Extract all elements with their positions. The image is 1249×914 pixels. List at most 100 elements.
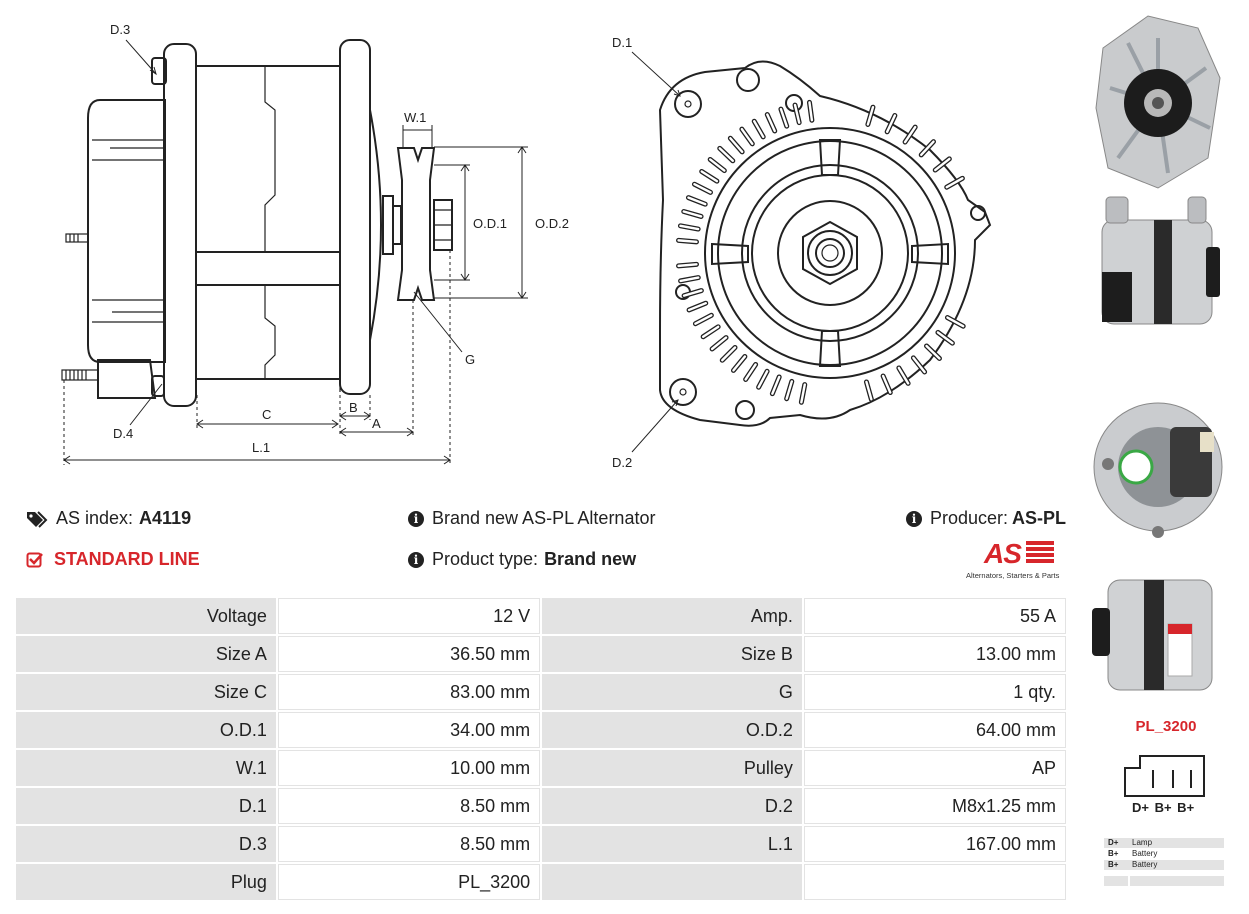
c-label: C xyxy=(262,407,271,422)
info-circle-icon: i xyxy=(408,551,424,568)
spec-value: 12 V xyxy=(277,598,541,634)
vent-slot xyxy=(912,356,926,374)
d2-label: D.2 xyxy=(612,455,632,470)
spec-value: 13.00 mm xyxy=(803,636,1066,672)
spec-key: D.2 xyxy=(542,788,802,824)
vent-slot xyxy=(721,346,737,362)
spec-key: W.1 xyxy=(16,750,276,786)
plug-legend-row: B+ Battery xyxy=(1104,860,1224,870)
standard-line-label: STANDARD LINE xyxy=(54,549,200,569)
l1-label: L.1 xyxy=(252,440,270,455)
description-text: Brand new AS-PL Alternator xyxy=(432,508,656,528)
spec-key: Voltage xyxy=(16,598,276,634)
logo-stripes xyxy=(1026,541,1054,565)
vent-slot xyxy=(753,120,765,139)
plug-legend-desc: Lamp xyxy=(1132,838,1153,847)
spec-value: 1 qty. xyxy=(803,674,1066,710)
spec-value xyxy=(803,864,1066,900)
plug-name: PL_3200 xyxy=(1135,718,1197,735)
vent-slot xyxy=(779,107,788,128)
spec-value: 36.50 mm xyxy=(277,636,541,672)
spec-value: 8.50 mm xyxy=(277,826,541,862)
spec-key: Pulley xyxy=(542,750,802,786)
product-photo-rear xyxy=(1088,372,1224,562)
vent-slot xyxy=(740,127,754,146)
spec-key: D.1 xyxy=(16,788,276,824)
logo-tagline: Alternators, Starters & Parts xyxy=(966,571,1060,580)
side-view-drawing: W.1 O.D.1 O.D.2 G D.3 D.4 C B A L.1 xyxy=(61,22,569,465)
vent-slot xyxy=(701,325,720,338)
spec-value: 167.00 mm xyxy=(803,826,1066,862)
vent-slot xyxy=(903,125,917,144)
plug-legend-desc: Battery xyxy=(1132,849,1158,858)
vent-slot xyxy=(710,336,728,351)
spec-key: L.1 xyxy=(542,826,802,862)
vent-slot xyxy=(682,289,703,297)
spec-key xyxy=(542,864,802,900)
spec-key: Size B xyxy=(542,636,802,672)
vent-slot xyxy=(771,375,781,395)
plug-legend-row: D+ Lamp xyxy=(1104,838,1224,848)
product-type-value: Brand new xyxy=(544,549,637,569)
info-circle-icon: i xyxy=(408,510,424,527)
vent-slot xyxy=(808,101,814,122)
as-index: AS index: A4119 xyxy=(26,508,191,529)
spec-key: Size A xyxy=(16,636,276,672)
plug-legend-pin: D+ xyxy=(1108,838,1119,847)
vent-slot xyxy=(694,314,713,325)
vent-slot xyxy=(920,140,935,157)
plug-legend-row: B+ Battery xyxy=(1104,849,1224,859)
d1-label: D.1 xyxy=(612,35,632,50)
producer: i Producer: AS-PL xyxy=(906,508,1066,529)
vent-slot xyxy=(925,344,941,360)
logo-mark: AS xyxy=(984,538,1022,569)
vent-slot xyxy=(679,276,700,283)
vent-slot xyxy=(866,105,875,126)
product-type: i Product type: Brand new xyxy=(408,549,636,570)
plug-legend-row-empty xyxy=(1104,876,1224,886)
vent-slot xyxy=(693,183,712,194)
description: i Brand new AS-PL Alternator xyxy=(408,508,655,529)
od1-label: O.D.1 xyxy=(473,216,507,231)
b-label: B xyxy=(349,400,358,415)
as-index-value: A4119 xyxy=(139,508,192,528)
vent-slot xyxy=(679,224,700,231)
product-photo-side xyxy=(1088,192,1224,342)
g-label: G xyxy=(465,352,475,367)
info-circle-icon: i xyxy=(906,510,922,527)
plug-legend-desc: Battery xyxy=(1132,860,1158,869)
vent-slot xyxy=(682,210,703,218)
vent-slot xyxy=(687,196,707,206)
spec-value: 10.00 mm xyxy=(277,750,541,786)
spec-key: Amp. xyxy=(542,598,802,634)
product-photo-front xyxy=(1088,8,1224,190)
vent-slot xyxy=(881,374,892,394)
vent-slot xyxy=(785,380,793,400)
vent-slot xyxy=(732,355,747,372)
vent-slot xyxy=(687,301,707,312)
check-square-icon xyxy=(26,552,43,567)
vent-slot xyxy=(936,331,954,345)
spec-value: M8x1.25 mm xyxy=(803,788,1066,824)
d3-label: D.3 xyxy=(110,22,130,37)
vent-slot xyxy=(729,137,744,154)
spec-value: 55 A xyxy=(803,598,1066,634)
vent-slot xyxy=(865,380,873,401)
plug-legend: D+ Lamp B+ Battery B+ Battery xyxy=(1104,838,1224,886)
vent-slot xyxy=(708,158,726,172)
vent-slot xyxy=(934,157,951,172)
plug-legend-pin: B+ xyxy=(1108,860,1119,869)
plug-legend-pin: B+ xyxy=(1108,849,1119,858)
producer-label: Producer: xyxy=(930,508,1009,528)
spec-key: Plug xyxy=(16,864,276,900)
a-label: A xyxy=(372,416,381,431)
spec-value: 8.50 mm xyxy=(277,788,541,824)
